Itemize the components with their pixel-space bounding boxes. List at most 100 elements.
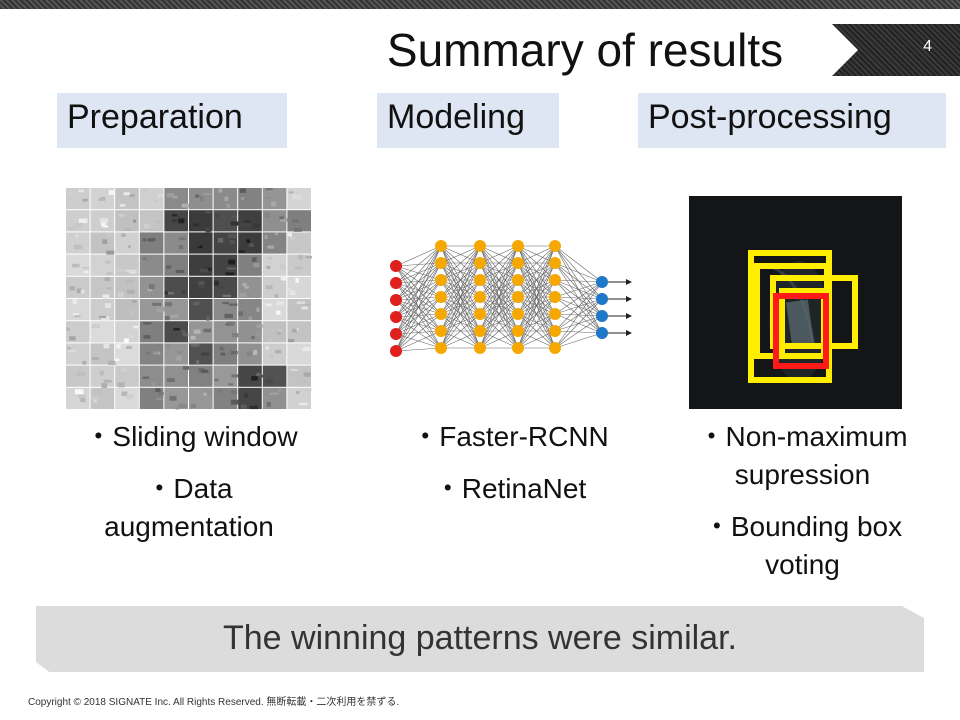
tile-texture [74, 389, 84, 395]
tile-texture [91, 357, 99, 360]
tile-texture [157, 193, 164, 198]
tile-texture [158, 391, 164, 396]
tile-texture [224, 313, 233, 319]
tile-texture [169, 395, 177, 401]
tile-texture [66, 243, 70, 246]
tile-texture [219, 346, 224, 351]
tile-texture [116, 343, 121, 349]
network-edge [440, 262, 481, 349]
network-edge [479, 245, 519, 332]
network-edge [440, 245, 481, 332]
tile-texture [248, 243, 254, 248]
tile-texture [182, 290, 186, 294]
tile-texture [142, 257, 147, 261]
tile-texture [106, 250, 115, 255]
tile-texture [142, 376, 150, 379]
header-post-processing: Post-processing [638, 93, 946, 148]
network-edge [440, 296, 481, 349]
tile-texture [279, 216, 284, 220]
tile-texture [143, 322, 152, 325]
tile-texture [256, 324, 264, 328]
image-tile [238, 276, 262, 298]
network-edge [479, 262, 519, 349]
network-node [512, 308, 524, 320]
network-edge [395, 347, 442, 352]
tile-texture [106, 287, 112, 290]
network-node [512, 257, 524, 269]
arrow-head [626, 279, 632, 285]
network-node [549, 308, 561, 320]
network-edge [479, 245, 519, 298]
tile-texture [99, 370, 104, 376]
network-node [390, 311, 402, 323]
tile-texture [129, 310, 134, 316]
tile-texture [205, 227, 211, 233]
network-edge [440, 279, 481, 349]
tile-texture [106, 272, 114, 276]
image-tile [287, 254, 311, 276]
tile-texture [165, 291, 174, 295]
tile-texture [175, 269, 185, 274]
tile-texture [164, 343, 171, 349]
copyright-footer: Copyright © 2018 SIGNATE Inc. All Rights… [28, 697, 400, 708]
tile-texture [195, 194, 200, 198]
tile-texture [266, 265, 271, 269]
tile-texture [74, 244, 83, 250]
image-tile [164, 321, 188, 343]
image-tile [66, 188, 90, 210]
network-node [474, 342, 486, 354]
tile-texture [255, 331, 262, 336]
tile-texture [264, 212, 270, 218]
tile-texture [141, 188, 147, 193]
tile-texture [143, 335, 151, 339]
tile-texture [164, 291, 168, 295]
network-node [512, 325, 524, 337]
network-edge [554, 332, 603, 349]
image-tile [66, 299, 90, 321]
tile-texture [101, 316, 110, 321]
tile-texture [101, 383, 108, 389]
tile-texture [84, 270, 89, 274]
tile-texture [226, 321, 235, 326]
tile-texture [126, 346, 132, 349]
network-edge [554, 245, 603, 283]
tile-texture [265, 285, 273, 290]
tile-texture [302, 303, 311, 307]
tile-texture [166, 378, 175, 382]
network-edge [395, 245, 442, 352]
image-tile [213, 321, 238, 343]
tile-texture [295, 278, 300, 283]
network-node [596, 276, 608, 288]
network-node [512, 342, 524, 354]
tile-texture [296, 301, 306, 305]
tile-texture [269, 354, 274, 358]
tile-texture [121, 233, 126, 237]
network-node [390, 260, 402, 272]
tile-texture [246, 351, 252, 357]
tile-texture [173, 327, 180, 331]
tile-texture [294, 266, 304, 270]
tile-texture [72, 299, 78, 304]
tile-texture [77, 395, 86, 398]
image-tile [115, 232, 139, 254]
tile-texture [68, 373, 75, 377]
tile-texture [91, 396, 99, 400]
tile-texture [202, 192, 212, 195]
tile-texture [125, 249, 129, 253]
network-edge [517, 262, 556, 349]
image-tile [115, 365, 139, 387]
network-edge [440, 245, 481, 281]
bullet-retinanet: ・RetinaNet [433, 473, 587, 504]
tile-texture [197, 242, 201, 247]
tile-texture [222, 301, 229, 305]
tile-texture [277, 378, 282, 381]
tile-texture [242, 283, 247, 287]
tile-texture [156, 220, 160, 224]
tile-texture [66, 327, 71, 331]
network-node [549, 291, 561, 303]
network-edge [395, 262, 442, 352]
tile-texture [304, 388, 312, 392]
tile-texture [256, 374, 265, 378]
network-edge [554, 279, 603, 283]
tile-texture [82, 361, 87, 365]
